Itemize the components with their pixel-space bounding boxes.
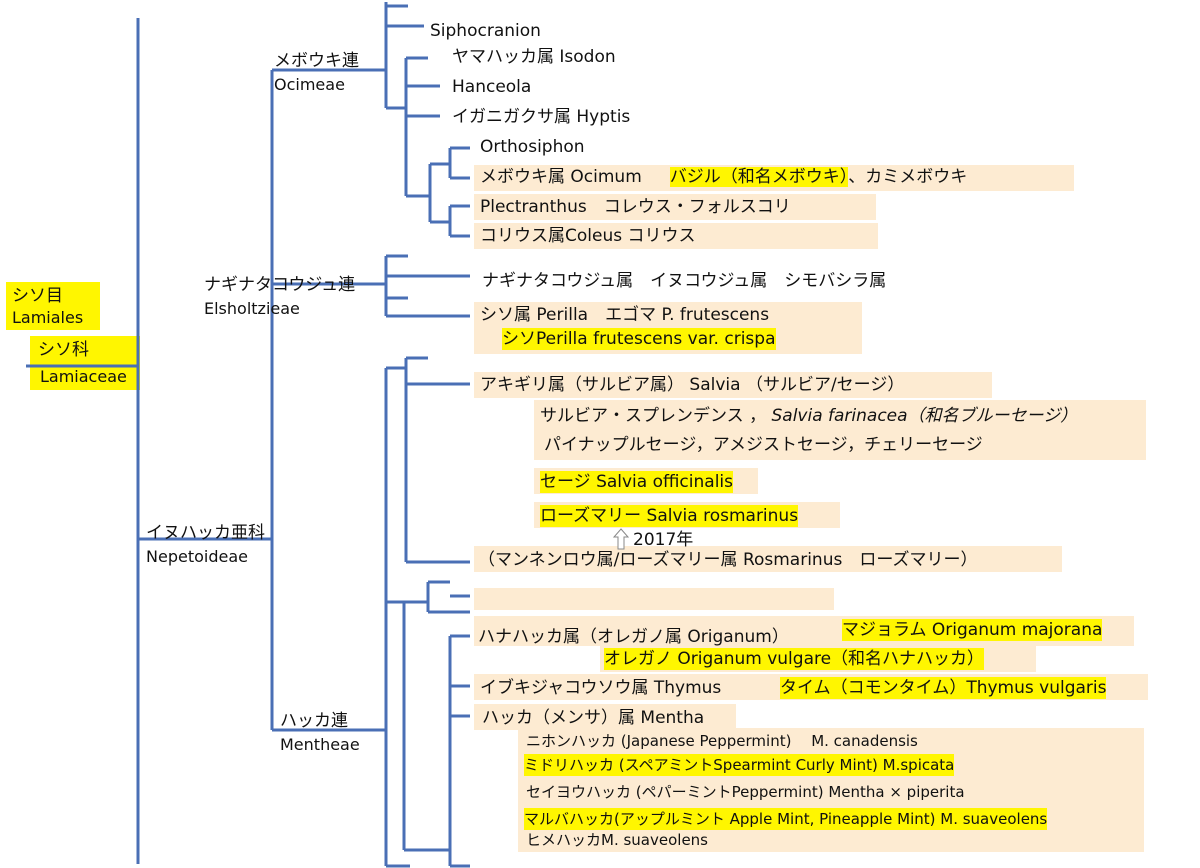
up-arrow-icon bbox=[613, 528, 629, 550]
genus-salvia: アキギリ属（サルビア属） Salvia （サルビア/セージ） bbox=[480, 375, 905, 395]
genus-perilla: シソ属 Perilla エゴマ P. frutescens bbox=[480, 305, 770, 325]
basil-label: バジル（和名メボウキ） bbox=[669, 167, 849, 187]
genus-hanceola: Hanceola bbox=[452, 77, 532, 97]
bg-salvia bbox=[474, 372, 992, 398]
salvia-species-1: サルビア・スプレンデンス ， Salvia farinacea（和名ブルーセージ… bbox=[540, 405, 1077, 427]
family-jp: シソ科 bbox=[38, 340, 89, 360]
bg-coleus bbox=[474, 223, 878, 249]
rosemary-label: ローズマリー Salvia rosmarinus bbox=[540, 505, 799, 527]
sage-label: セージ Salvia officinalis bbox=[540, 471, 734, 493]
genus-siphocranion: Siphocranion bbox=[430, 21, 541, 41]
oregano-label: オレガノ Origanum vulgare（和名ハナハッカ） bbox=[604, 648, 985, 670]
tribe-mentheae-jp: ハッカ連 bbox=[280, 711, 348, 731]
shiso-label: シソPerilla frutescens var. crispa bbox=[502, 328, 776, 350]
genus-isodon: ヤマハッカ属 Isodon bbox=[452, 47, 616, 67]
bg-plectranthus bbox=[474, 194, 876, 220]
genus-hyptis: イガニガクサ属 Hyptis bbox=[452, 107, 631, 127]
subfamily-jp: イヌハッカ亜科 bbox=[146, 523, 265, 543]
bg-rosmarinus bbox=[474, 546, 1062, 572]
tribe-elsholtzieae-en: Elsholtzieae bbox=[204, 299, 300, 318]
salvia-species-2: パイナップルセージ，アメジストセージ，チェリーセージ bbox=[544, 435, 983, 455]
tribe-elsholtzieae-jp: ナギナタコウジュ連 bbox=[204, 275, 356, 295]
genus-rosmarinus: （マンネンロウ属/ローズマリー属 Rosmarinus ローズマリー） bbox=[478, 550, 978, 570]
bg-mentha bbox=[474, 704, 736, 730]
hl-order bbox=[6, 282, 100, 330]
elsholtzieae-genera: ナギナタコウジュ属 イヌコウジュ属 シモバシラ属 bbox=[482, 271, 887, 291]
genus-plectranthus: Plectranthus コレウス・フォルスコリ bbox=[480, 197, 791, 217]
order-jp: シソ目 bbox=[12, 286, 63, 306]
genus-thymus: イブキジャコウソウ属 Thymus bbox=[480, 678, 722, 698]
ocimum-label: メボウキ属 Ocimum bbox=[480, 167, 642, 187]
nihonhakka-label: ニホンハッカ (Japanese Peppermint) M. canadens… bbox=[526, 732, 918, 750]
genus-origanum: ハナハッカ属（オレガノ属 Origanum） bbox=[478, 627, 789, 647]
genus-coleus: コリウス属Coleus コリウス bbox=[480, 226, 696, 246]
year-label: 2017年 bbox=[633, 530, 694, 550]
family-en: Lamiaceae bbox=[40, 367, 127, 386]
order-en: Lamiales bbox=[12, 308, 84, 327]
himehakka-label: ヒメハッカM. suaveolens bbox=[526, 831, 708, 849]
bg-mentha-species bbox=[518, 728, 1144, 852]
spearmint-label: ミドリハッカ (スペアミントSpearmint Curly Mint) M.sp… bbox=[524, 754, 955, 776]
bg-blank-1 bbox=[474, 588, 834, 610]
marjoram-label: マジョラム Origanum majorana bbox=[842, 619, 1103, 641]
peppermint-label: セイヨウハッカ (ペパーミントPeppermint) Mentha × pipe… bbox=[526, 783, 965, 801]
bg-salvia-species bbox=[534, 400, 1146, 460]
salvia-farinacea: Salvia farinacea（和名ブルーセージ） bbox=[771, 406, 1078, 426]
tribe-ocimeae-en: Ocimeae bbox=[274, 75, 345, 94]
kamimeboki-label: 、カミメボウキ bbox=[848, 167, 968, 187]
subfamily-en: Nepetoideae bbox=[146, 547, 248, 566]
salvia-species-1-text: サルビア・スプレンデンス ， bbox=[540, 406, 767, 426]
tribe-ocimeae-jp: メボウキ連 bbox=[274, 51, 359, 71]
tribe-mentheae-en: Mentheae bbox=[280, 735, 360, 754]
hl-family bbox=[30, 336, 140, 390]
thyme-label: タイム（コモンタイム）Thymus vulgaris bbox=[780, 677, 1107, 699]
genus-ocimum: メボウキ属 Ocimum バジル（和名メボウキ）、カミメボウキ bbox=[480, 166, 967, 188]
genus-orthosiphon: Orthosiphon bbox=[480, 137, 585, 157]
genus-mentha: ハッカ（メンサ）属 Mentha bbox=[482, 708, 705, 728]
applemint-label: マルバハッカ(アップルミント Apple Mint, Pineapple Min… bbox=[524, 808, 1048, 830]
